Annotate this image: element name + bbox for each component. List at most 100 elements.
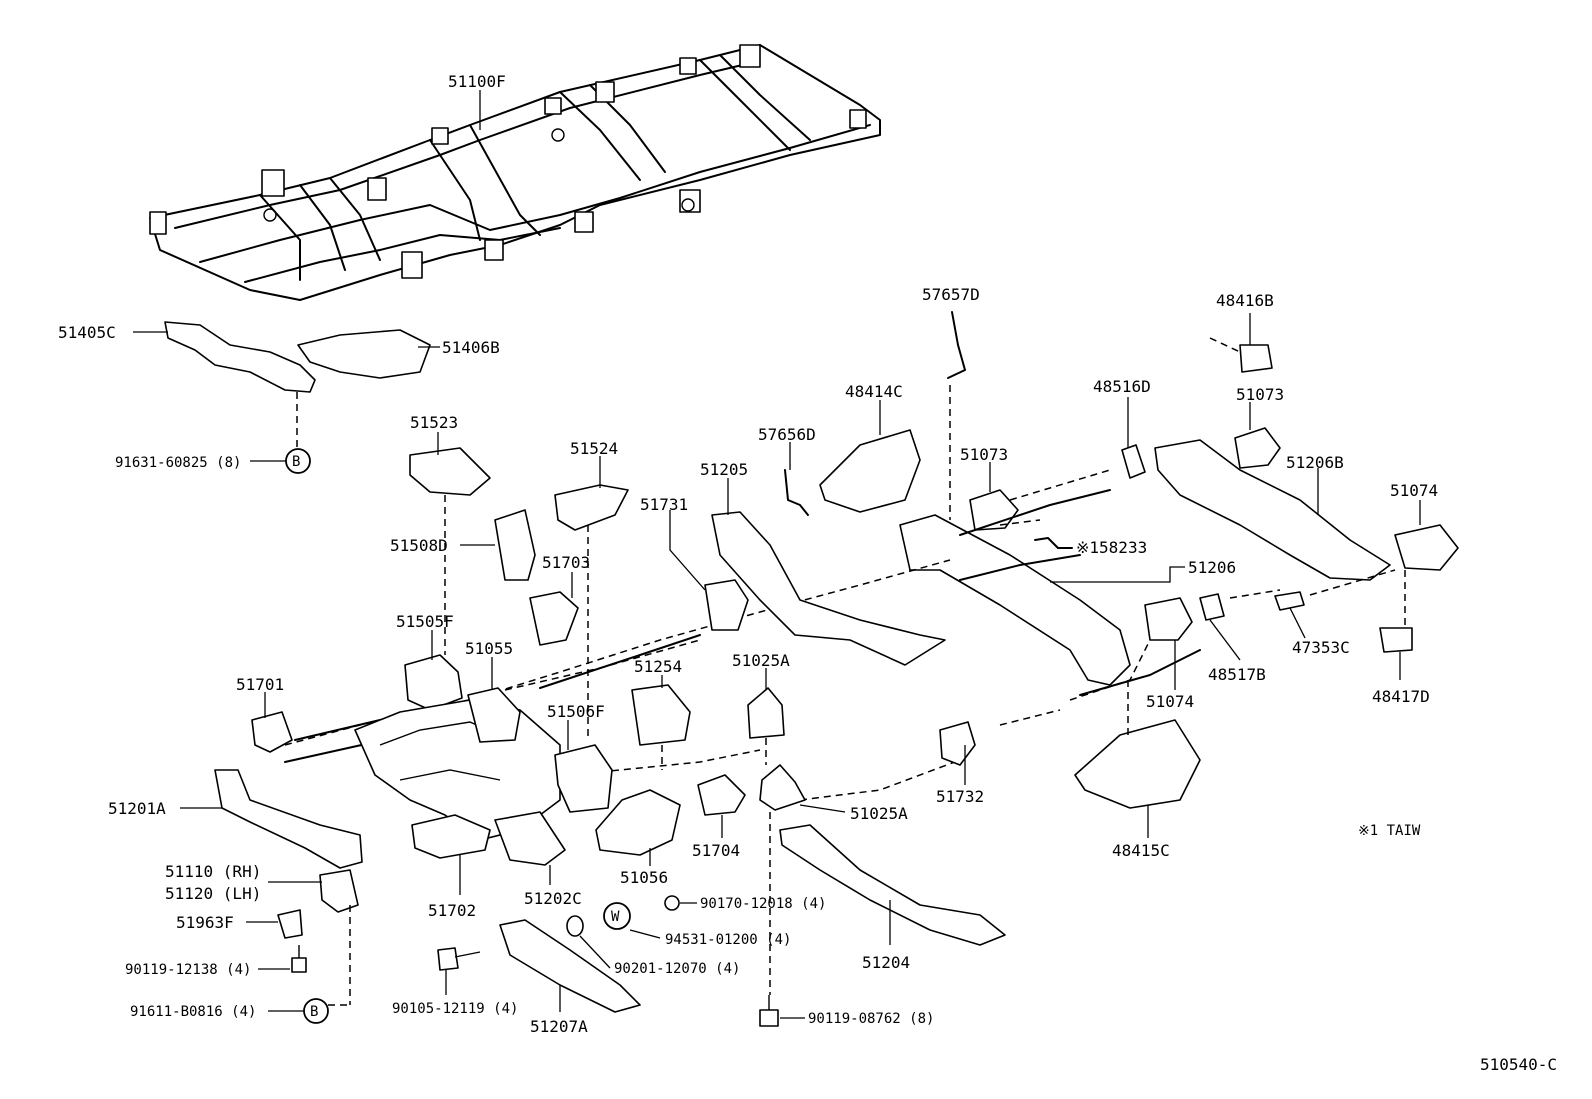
label-90201: 90201-12070 (4) xyxy=(614,961,740,977)
label-158233: ※158233 xyxy=(1076,538,1147,557)
label-51206: 51206 xyxy=(1188,558,1236,577)
label-51508D: 51508D xyxy=(390,536,448,555)
label-51703: 51703 xyxy=(542,553,590,572)
callout-w-letter: W xyxy=(611,909,620,925)
part-51205 xyxy=(711,511,946,666)
frame-assembly-drawing xyxy=(149,44,881,301)
part-51206 xyxy=(899,514,1131,686)
part-90105-12119 xyxy=(437,947,459,971)
label-51505F: 51505F xyxy=(396,612,454,631)
part-51110-51120 xyxy=(319,869,359,913)
label-48516D: 48516D xyxy=(1093,377,1151,396)
label-51073-b: 51073 xyxy=(1236,385,1284,404)
part-47353C xyxy=(1274,591,1305,611)
label-47353C: 47353C xyxy=(1292,638,1350,657)
part-51703 xyxy=(529,591,579,646)
part-48416B xyxy=(1239,344,1273,373)
diagram-id: 510540-C xyxy=(1480,1055,1557,1074)
note-taiw: ※1 TAIW xyxy=(1358,823,1421,839)
part-51202C xyxy=(494,811,566,866)
part-48414C xyxy=(819,429,921,513)
callout-b-top-letter: B xyxy=(292,454,300,470)
part-90170-12018 xyxy=(664,895,680,911)
label-51524: 51524 xyxy=(570,439,618,458)
label-51074-a: 51074 xyxy=(1390,481,1438,500)
part-51254 xyxy=(631,684,691,746)
label-51702: 51702 xyxy=(428,901,476,920)
part-51704 xyxy=(697,774,746,816)
part-48516D xyxy=(1121,444,1146,479)
label-51025A-a: 51025A xyxy=(732,651,790,670)
label-51506F: 51506F xyxy=(547,702,605,721)
label-90105: 90105-12119 (4) xyxy=(392,1001,518,1017)
part-57657D xyxy=(947,311,966,379)
label-57657D: 57657D xyxy=(922,285,980,304)
label-51205: 51205 xyxy=(700,460,748,479)
label-51201A: 51201A xyxy=(108,799,166,818)
part-51056 xyxy=(595,789,681,856)
label-90170: 90170-12018 (4) xyxy=(700,896,826,912)
part-90119-12138 xyxy=(291,957,307,973)
label-48416B: 48416B xyxy=(1216,291,1274,310)
part-51702 xyxy=(411,814,491,859)
label-51523: 51523 xyxy=(410,413,458,432)
label-51207A: 51207A xyxy=(530,1017,588,1036)
part-51207A xyxy=(499,919,641,1013)
part-51963F xyxy=(277,909,303,939)
part-51074-a xyxy=(1394,524,1459,571)
part-51505F xyxy=(404,654,463,711)
label-51202C: 51202C xyxy=(524,889,582,908)
callout-w xyxy=(603,902,631,930)
label-48417D: 48417D xyxy=(1372,687,1430,706)
part-51701 xyxy=(251,711,293,753)
part-51524 xyxy=(554,484,629,531)
label-51056: 51056 xyxy=(620,868,668,887)
label-51406B: 51406B xyxy=(442,338,500,357)
part-51206B xyxy=(1154,439,1391,581)
label-51055: 51055 xyxy=(465,639,513,658)
part-51506F xyxy=(554,744,613,813)
label-51405C: 51405C xyxy=(58,323,116,342)
part-158233 xyxy=(1034,537,1073,549)
callout-b-top xyxy=(285,448,311,474)
label-48414C: 48414C xyxy=(845,382,903,401)
part-51732 xyxy=(939,721,976,766)
label-48517B: 48517B xyxy=(1208,665,1266,684)
part-51204 xyxy=(779,824,1006,946)
label-57656D: 57656D xyxy=(758,425,816,444)
label-51704: 51704 xyxy=(692,841,740,860)
part-90119-08762 xyxy=(759,1009,779,1027)
label-51110: 51110 (RH) xyxy=(165,862,261,881)
part-57656D xyxy=(784,469,809,516)
part-51523 xyxy=(409,447,491,496)
label-48415C: 48415C xyxy=(1112,841,1170,860)
part-51405C xyxy=(164,321,316,393)
part-48517B xyxy=(1199,593,1225,621)
part-51406B xyxy=(297,329,431,379)
label-90119-08762: 90119-08762 (8) xyxy=(808,1011,934,1027)
part-51074-b xyxy=(1144,597,1193,641)
part-90201-12070 xyxy=(566,915,584,937)
callout-b-bottom xyxy=(303,998,329,1024)
label-51701: 51701 xyxy=(236,675,284,694)
part-51025A-a xyxy=(747,687,785,739)
label-51120: 51120 (LH) xyxy=(165,884,261,903)
callout-b-bottom-letter: B xyxy=(310,1004,318,1020)
label-51206B: 51206B xyxy=(1286,453,1344,472)
label-90119-12138: 90119-12138 (4) xyxy=(125,962,251,978)
part-51731 xyxy=(704,579,749,631)
label-51074-b: 51074 xyxy=(1146,692,1194,711)
part-51508D xyxy=(494,509,536,581)
label-51732: 51732 xyxy=(936,787,984,806)
label-51073-a: 51073 xyxy=(960,445,1008,464)
label-51204: 51204 xyxy=(862,953,910,972)
part-51055 xyxy=(467,687,521,743)
label-51025A-b: 51025A xyxy=(850,804,908,823)
label-94531: 94531-01200 (4) xyxy=(665,932,791,948)
part-48417D xyxy=(1379,627,1413,653)
label-91611: 91611-B0816 (4) xyxy=(130,1004,256,1020)
label-91631: 91631-60825 (8) xyxy=(115,455,241,471)
label-51100F: 51100F xyxy=(448,72,506,91)
label-51254: 51254 xyxy=(634,657,682,676)
